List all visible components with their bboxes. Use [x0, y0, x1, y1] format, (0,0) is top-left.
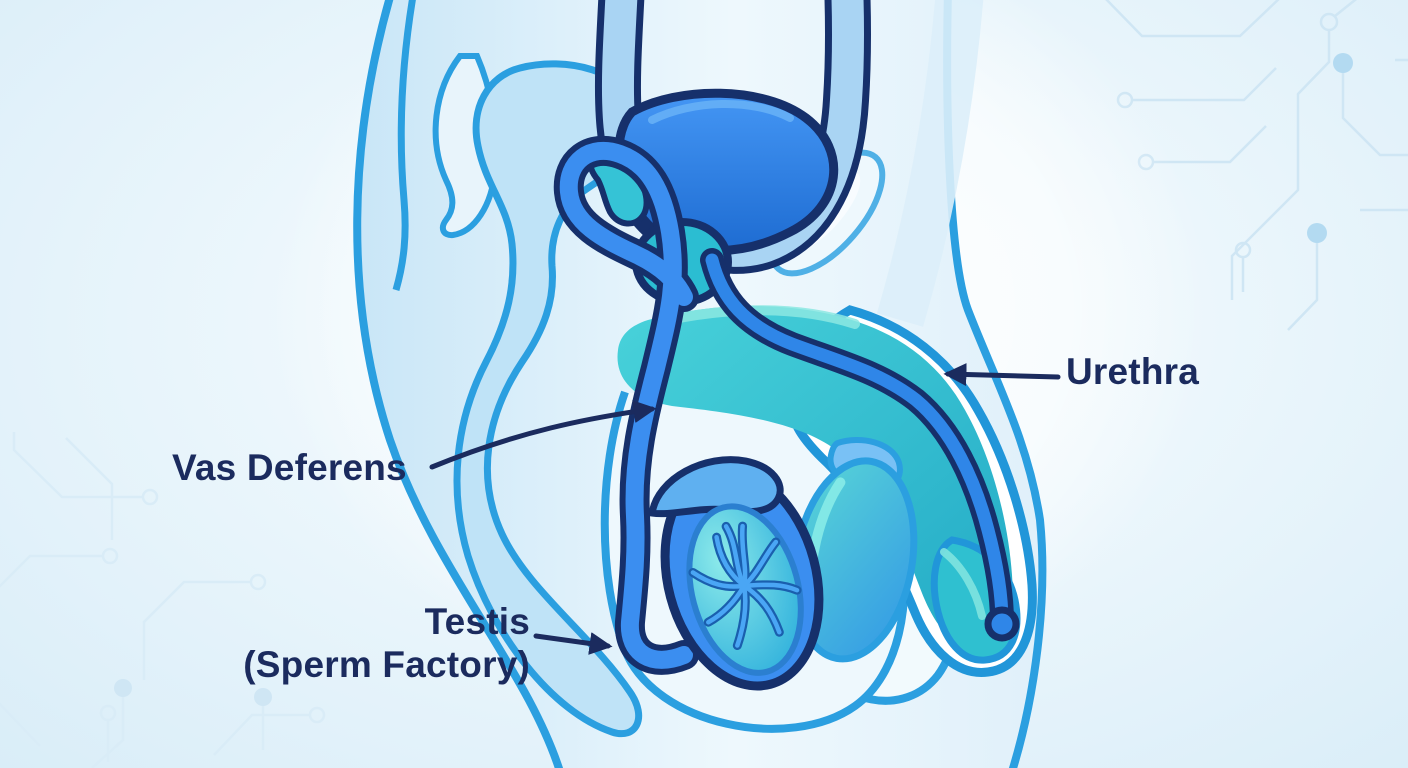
urethra-arrow	[943, 363, 1061, 386]
circuit-pattern-top-right	[1105, 0, 1408, 331]
rectum-shape	[453, 60, 643, 738]
vas-deferens-label: Vas Deferens	[172, 447, 407, 488]
label-arrows	[429, 363, 1061, 655]
testis-label-line2: (Sperm Factory)	[243, 644, 530, 685]
urethra-label: Urethra	[1066, 351, 1199, 392]
epididymis-shape	[648, 456, 784, 518]
testis-label: Testis (Sperm Factory)	[180, 600, 530, 686]
circuit-pattern-bottom-left	[0, 432, 326, 768]
urethra-tube	[700, 248, 1020, 642]
testis-arrow	[533, 632, 613, 655]
vas-deferens-tube	[553, 135, 699, 675]
testis-shape	[648, 456, 824, 691]
testis-label-line1: Testis	[424, 601, 530, 642]
vas-deferens-arrow	[429, 400, 657, 470]
